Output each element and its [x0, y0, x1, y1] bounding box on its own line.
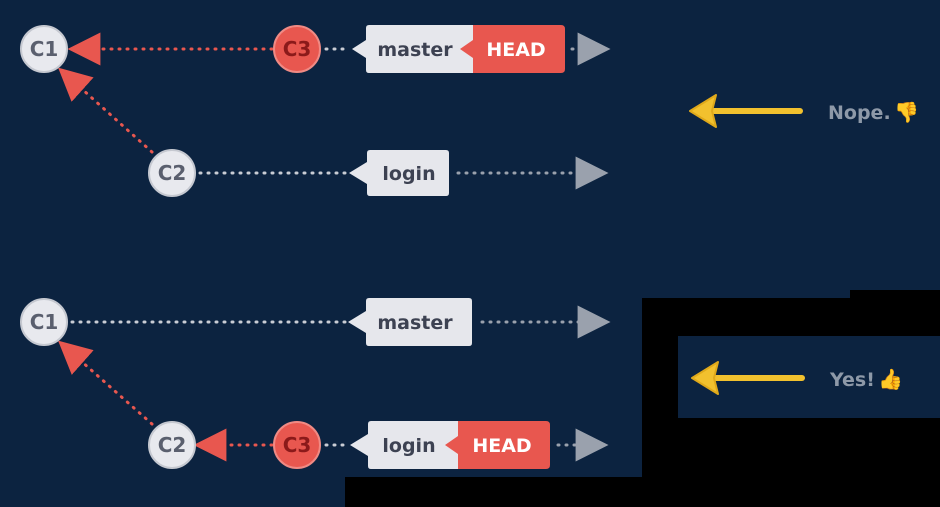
top-commit-c2: C2	[148, 149, 196, 197]
svg-text:C1: C1	[30, 310, 59, 334]
verdict-yes-arrow	[691, 361, 805, 395]
verdict-nope-text: Nope.	[828, 102, 891, 124]
bottom-commit-c2: C2	[148, 421, 196, 469]
top-head-label: HEAD	[460, 25, 565, 73]
top-commit-c3: C3	[273, 25, 321, 73]
svg-text:C3: C3	[283, 433, 312, 457]
svg-text:C3: C3	[283, 37, 312, 61]
svg-text:master: master	[377, 39, 453, 61]
top-commit-c1: C1	[20, 25, 68, 73]
bottom-commit-c3: C3	[273, 421, 321, 469]
bottom-head-label: HEAD	[445, 421, 550, 469]
bottom-branch-login: login	[350, 421, 466, 469]
bottom-link-c2-c1	[58, 340, 154, 426]
svg-text:login: login	[382, 163, 435, 185]
top-diagram: C1 C3 C2 master HEAD login Nope.	[20, 25, 919, 197]
panel-bottom-strip	[0, 477, 345, 507]
bottom-branch-master: master	[348, 298, 472, 346]
top-branch-login: login	[349, 150, 449, 196]
top-link-c2-c1	[58, 67, 154, 154]
panel-bottom-right-notch	[642, 290, 850, 298]
bottom-diagram: C1 C2 C3 master login HEAD Yes!	[20, 298, 903, 469]
svg-text:master: master	[377, 312, 453, 334]
verdict-nope-arrow	[689, 94, 803, 128]
svg-text:HEAD: HEAD	[486, 39, 545, 61]
svg-text:HEAD: HEAD	[472, 435, 531, 457]
svg-text:C2: C2	[158, 161, 187, 185]
bottom-commit-c1: C1	[20, 298, 68, 346]
svg-text:C1: C1	[30, 37, 59, 61]
thumbs-up-icon: 👍	[878, 367, 903, 391]
svg-text:C2: C2	[158, 433, 187, 457]
verdict-yes-text: Yes!	[829, 369, 875, 391]
svg-text:login: login	[382, 435, 435, 457]
thumbs-down-icon: 👎	[894, 100, 919, 124]
top-branch-master: master	[352, 25, 478, 73]
